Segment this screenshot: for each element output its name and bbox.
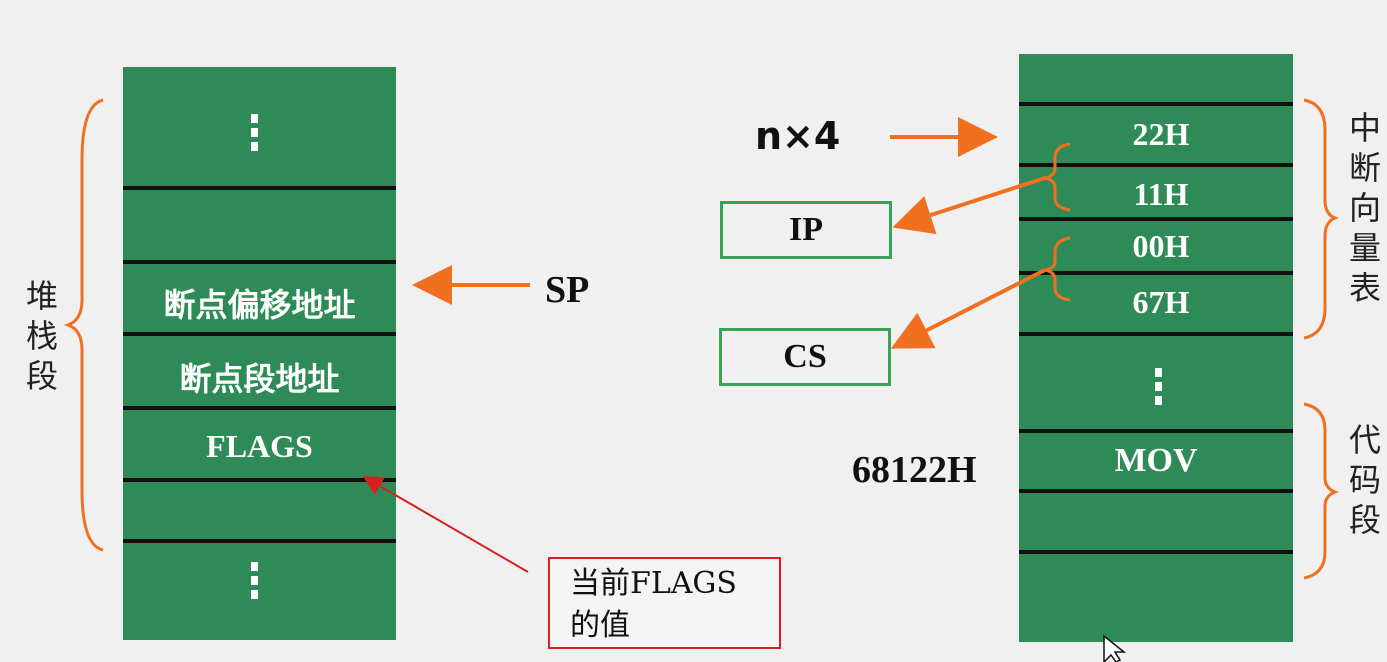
stack-divider (123, 478, 396, 482)
stack-segment-column (123, 67, 396, 640)
vector-divider (1019, 271, 1293, 275)
vector-divider (1019, 217, 1293, 221)
ip-bytes-brace (1044, 142, 1071, 212)
vector-table-column (1019, 54, 1293, 642)
stack-divider (123, 186, 396, 190)
vector-divider (1019, 163, 1293, 167)
stack-segment-brace (63, 98, 104, 552)
stack-segment-label: 堆 栈 段 (25, 277, 58, 395)
vector-divider (1019, 332, 1293, 336)
sp-pointer-label: SP (545, 269, 590, 311)
vector-ellipsis (1155, 368, 1163, 410)
vector-byte-22h: 22H (1132, 116, 1190, 152)
vector-divider (1019, 102, 1293, 106)
vector-byte-11h: 11H (1133, 176, 1189, 212)
code-address-label: 68122H (852, 449, 977, 491)
vector-byte-67h: 67H (1132, 284, 1190, 320)
current-flags-note: 当前FLAGS 的值 (548, 557, 781, 649)
cs-bytes-brace (1044, 236, 1071, 302)
vector-table-brace (1303, 98, 1340, 340)
ip-arrow (892, 176, 1046, 235)
flags-note-arrow (362, 475, 529, 573)
code-segment-label: 代 码 段 (1348, 421, 1381, 539)
code-divider (1019, 550, 1293, 554)
mouse-cursor-icon (1103, 634, 1127, 662)
code-divider (1019, 489, 1293, 493)
stack-bottom-ellipsis (251, 562, 259, 604)
stack-divider (123, 406, 396, 410)
code-instruction-mov: MOV (1114, 442, 1198, 479)
code-segment-brace (1303, 402, 1340, 580)
stack-divider (123, 332, 396, 336)
code-divider (1019, 429, 1293, 433)
note-line-1: 当前FLAGS (570, 566, 737, 601)
offset-n-times-4-label: n×4 (755, 114, 841, 158)
stack-top-ellipsis (251, 114, 259, 156)
stack-divider (123, 539, 396, 543)
vector-table-label: 中 断 向 量 表 (1348, 109, 1381, 307)
note-line-2: 的值 (570, 608, 630, 643)
stack-divider (123, 260, 396, 264)
stack-cell-breakpoint-segment: 断点段地址 (179, 360, 340, 398)
cs-arrow (890, 268, 1046, 349)
vector-byte-00h: 00H (1132, 228, 1190, 264)
stack-cell-flags: FLAGS (206, 428, 313, 464)
cs-register-box: CS (719, 328, 891, 386)
stack-cell-breakpoint-offset: 断点偏移地址 (163, 286, 356, 324)
ip-register-box: IP (720, 201, 892, 259)
